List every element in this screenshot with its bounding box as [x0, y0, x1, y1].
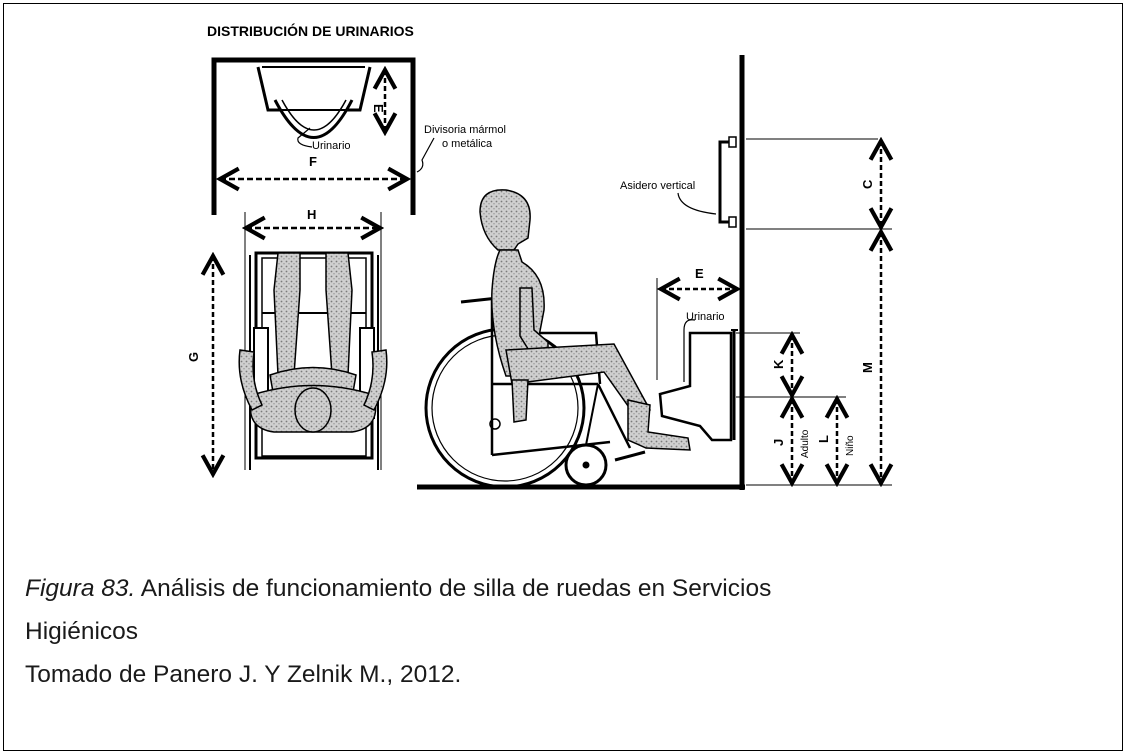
dimension-g-label: G [186, 352, 201, 362]
dimension-f-label: F [309, 154, 317, 169]
dimension-e-top-label: E [371, 104, 386, 113]
urinario-side-label: Urinario [686, 311, 725, 323]
divisoria-leader [416, 137, 435, 173]
caption-title-line: Figura 83. Análisis de funcionamiento de… [25, 567, 1105, 610]
dimension-j: J Adulto [771, 399, 811, 483]
dimension-j-label: J [771, 439, 786, 446]
grab-bar [718, 136, 737, 228]
urinario-top-label: Urinario [312, 140, 351, 152]
dimension-e-side: E [661, 266, 737, 289]
dimension-e-side-label: E [695, 266, 704, 281]
stall-top-view [211, 57, 416, 215]
urinario-top-leader [297, 127, 313, 148]
person-top-view [238, 252, 388, 433]
dimension-h: H [246, 207, 380, 228]
figure-caption: Figura 83. Análisis de funcionamiento de… [25, 567, 1105, 696]
nino-label: Niño [845, 435, 856, 456]
dimension-e-top: E [371, 70, 386, 132]
caption-source: Tomado de Panero J. Y Zelnik M., 2012. [25, 661, 462, 688]
caption-title-continuation: Higiénicos [25, 618, 139, 645]
asidero-leader [677, 192, 717, 215]
diagram-title: DISTRIBUCIÓN DE URINARIOS [207, 22, 414, 39]
urinal-distribution-drawing: DISTRIBUCIÓN DE URINARIOS E Urinario Div… [186, 22, 1128, 490]
wheelchair-top-view [249, 251, 379, 470]
person-side-view [479, 189, 691, 451]
adulto-label: Adulto [800, 429, 811, 458]
urinal-side-view [658, 329, 738, 442]
figure-frame [3, 3, 1123, 751]
dimension-l: L Niño [816, 399, 856, 483]
dimension-g: G [186, 256, 213, 474]
caption-title: Análisis de funcionamiento de silla de r… [135, 575, 772, 602]
dimension-l-label: L [816, 435, 831, 443]
figure-number: Figura 83. [25, 575, 136, 602]
side-view-walls [417, 55, 745, 490]
dimension-c-label: C [860, 179, 875, 189]
dimension-h-label: H [307, 207, 316, 222]
asidero-label: Asidero vertical [620, 180, 695, 192]
urinario-side-leader [683, 319, 696, 382]
dimension-k-label: K [771, 359, 786, 369]
dimension-m-label: M [860, 362, 875, 373]
dimension-k: K [736, 333, 846, 397]
dimension-f: F [220, 154, 407, 179]
divisoria-label-1: Divisoria mármol [424, 124, 506, 136]
divisoria-label-2: o metálica [442, 138, 493, 150]
dimension-c: C [746, 139, 892, 229]
dimension-m: M [860, 232, 881, 483]
